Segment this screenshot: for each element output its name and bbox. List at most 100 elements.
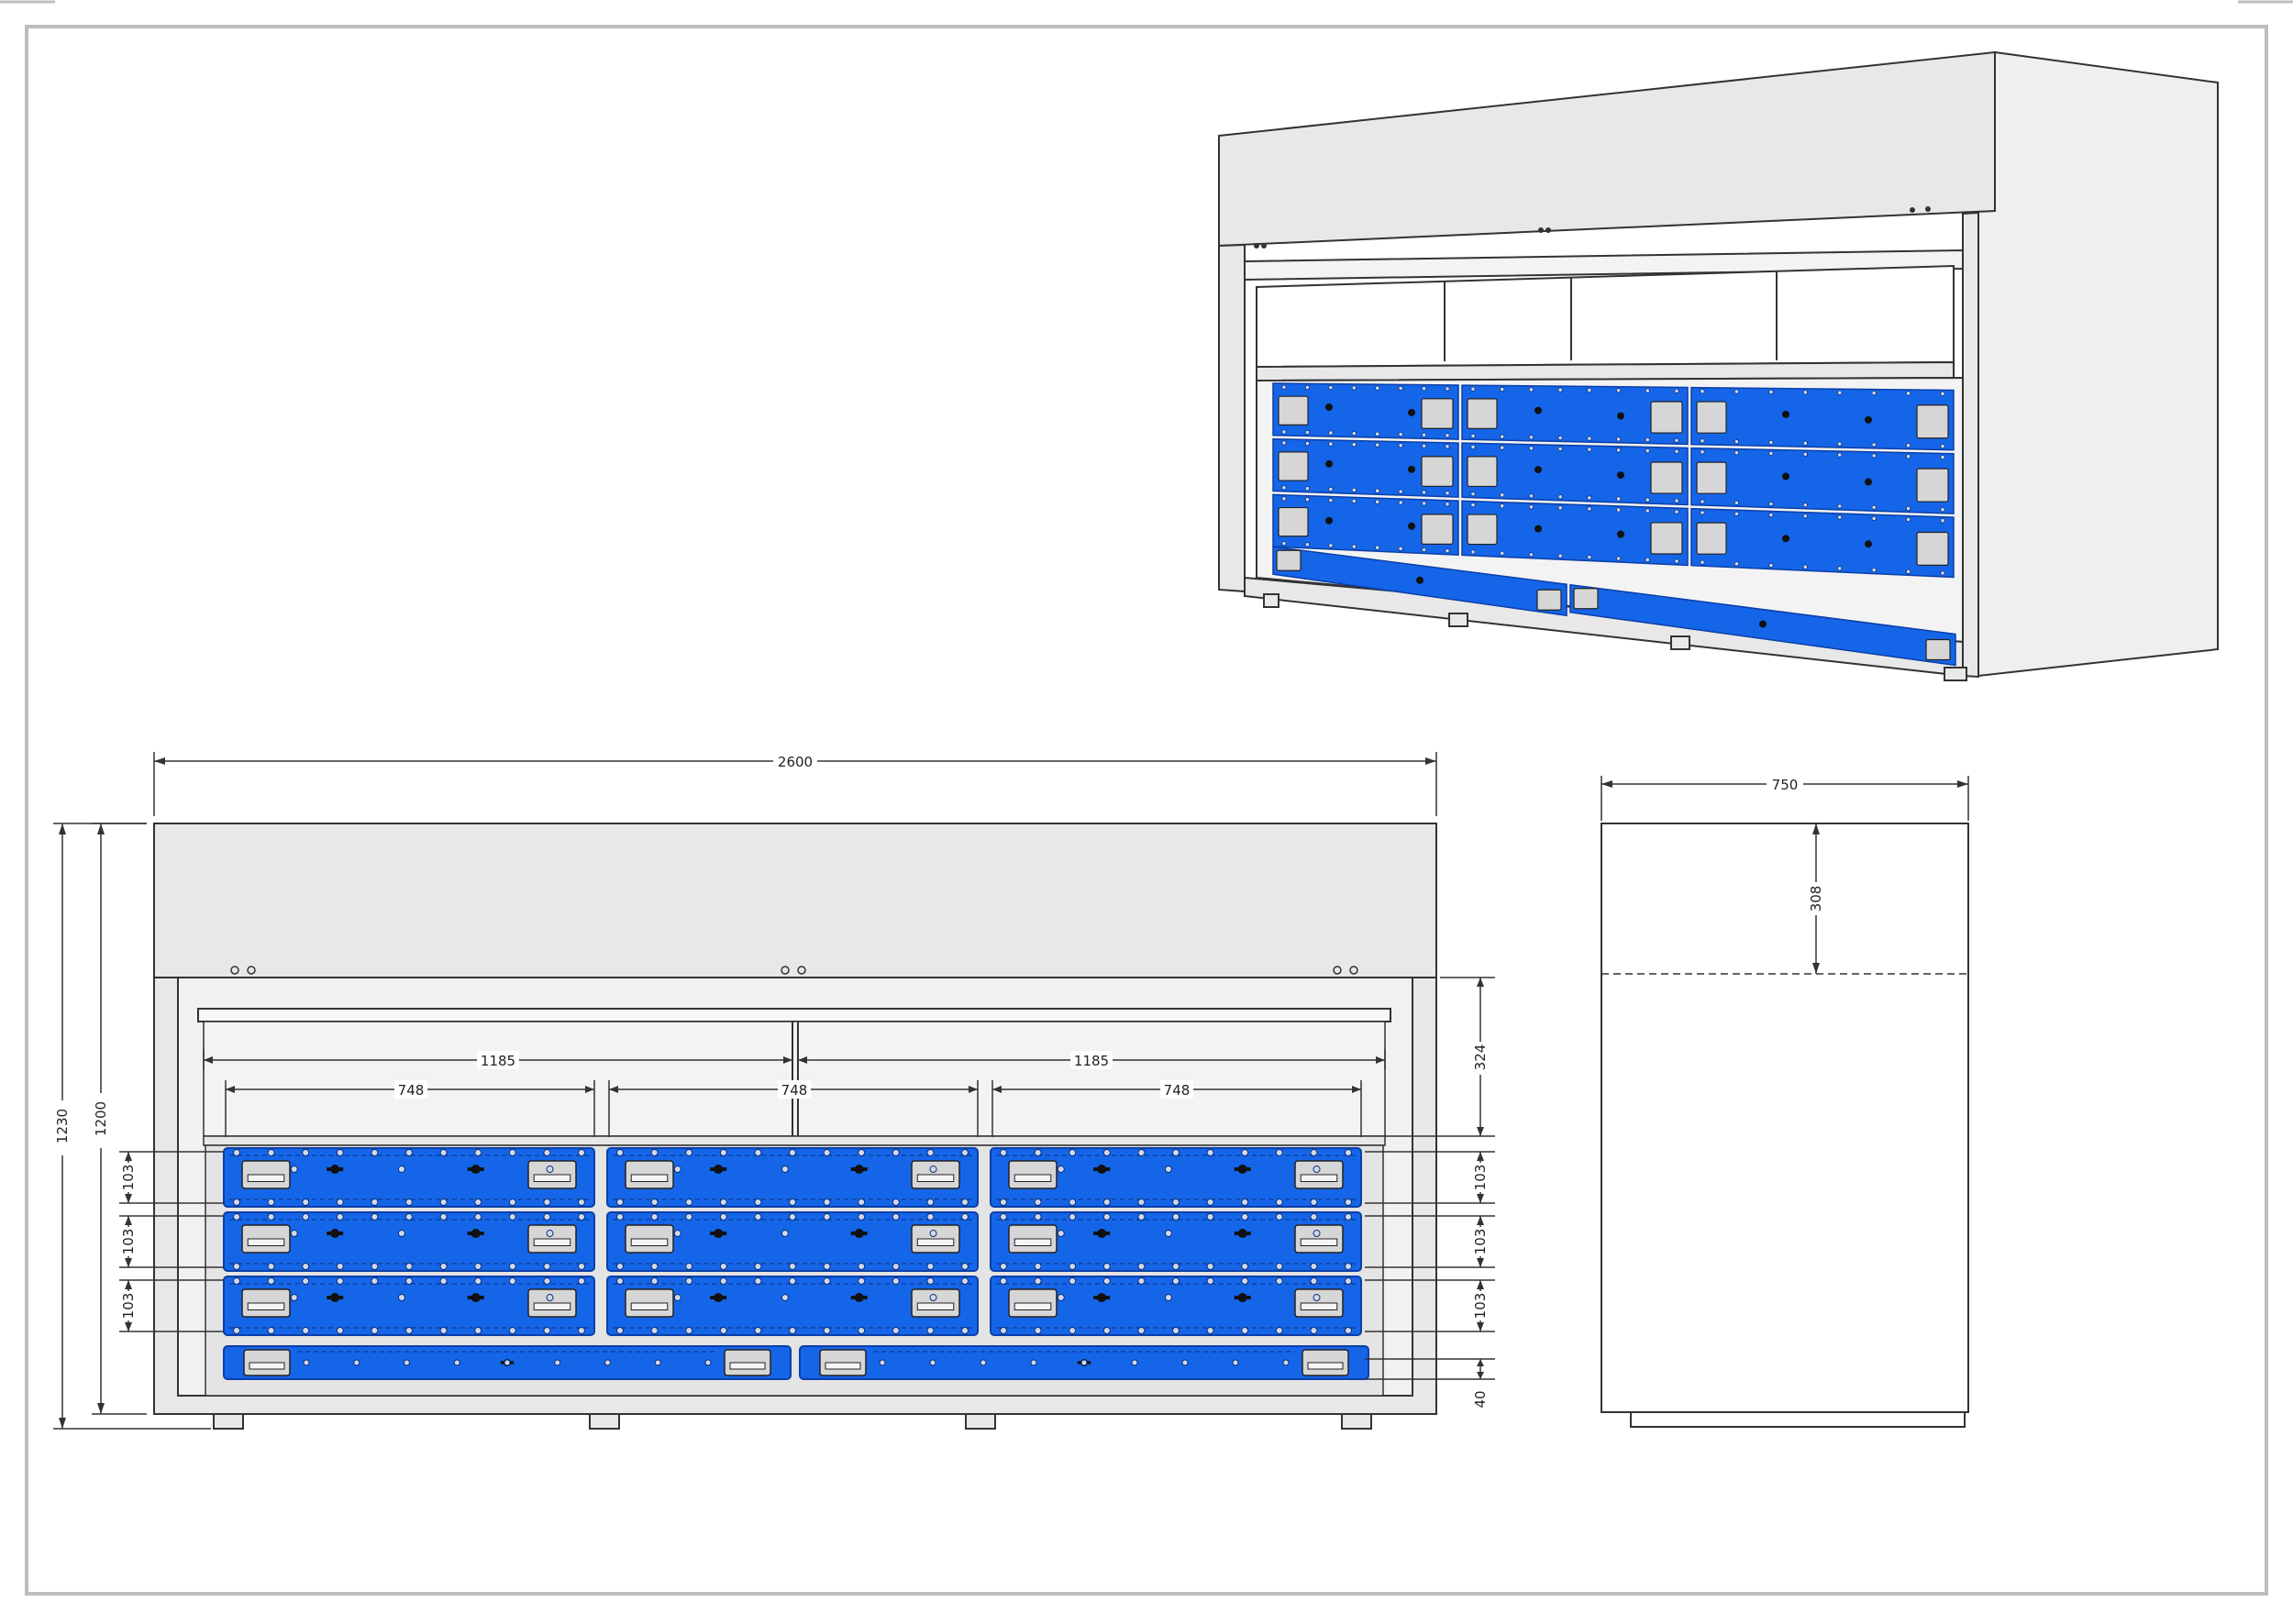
iso-canopy-front xyxy=(1218,50,1996,248)
front-shelf xyxy=(203,1135,1386,1146)
sheet-frame xyxy=(25,25,2268,1596)
drawer-latch-bar xyxy=(710,1232,727,1236)
iso-rivet xyxy=(1470,549,1476,555)
drawer-rivet xyxy=(789,1327,796,1334)
iso-drawer xyxy=(1272,437,1459,498)
iso-rivet xyxy=(1375,488,1380,493)
drawer-rivet xyxy=(858,1199,866,1206)
drawer-rivet xyxy=(267,1149,275,1156)
iso-rivet xyxy=(1421,547,1427,553)
iso-rivet xyxy=(1304,497,1311,503)
dim-drawer-right-2: 103 xyxy=(1472,1229,1489,1255)
drawer-rivet xyxy=(1206,1327,1214,1334)
iso-rivet xyxy=(1802,503,1808,508)
iso-rivet xyxy=(1615,447,1622,453)
iso-rivet xyxy=(1470,386,1476,392)
iso-latch-icon xyxy=(1865,478,1872,486)
iso-rivet xyxy=(1700,389,1705,394)
drawer-rivet xyxy=(290,1230,298,1238)
drawer-rivet xyxy=(926,1327,935,1334)
iso-drawer-face xyxy=(1272,493,1459,556)
drawer-rivet xyxy=(892,1149,900,1156)
side-dimension-arrows xyxy=(1601,780,1968,974)
drawer-rivet xyxy=(508,1199,516,1206)
drawer-rivet xyxy=(719,1149,727,1156)
front-drawer xyxy=(606,1147,979,1208)
drawer-rivet xyxy=(1000,1213,1007,1221)
iso-handle-icon xyxy=(1278,451,1309,481)
drawer-rivet xyxy=(371,1213,379,1221)
drawer-rivet xyxy=(929,1359,936,1366)
iso-rivet xyxy=(1645,557,1650,563)
drawer-latch-bar xyxy=(467,1167,484,1172)
iso-rivet xyxy=(1871,453,1877,458)
iso-rivet xyxy=(1734,450,1740,456)
drawer-rivet xyxy=(1034,1263,1042,1270)
iso-latch-icon xyxy=(1865,540,1872,548)
iso-rivet xyxy=(1837,441,1843,447)
iso-rivet xyxy=(1500,492,1505,498)
iso-rivet xyxy=(1445,433,1450,438)
iso-rivet xyxy=(1500,550,1505,556)
iso-handle-icon xyxy=(1421,398,1454,429)
drawer-rivet xyxy=(543,1149,551,1156)
iso-rivet xyxy=(1398,385,1403,392)
drawer-rivet xyxy=(1034,1327,1042,1334)
drawer-handle-grip xyxy=(249,1362,285,1370)
iso-rivet xyxy=(1557,435,1563,441)
drawer-rivet xyxy=(1069,1277,1077,1285)
iso-hole xyxy=(1538,227,1544,233)
drawer-face xyxy=(223,1276,595,1336)
iso-rivet xyxy=(1500,445,1505,450)
front-drawer xyxy=(223,1147,595,1208)
drawer-rivet xyxy=(789,1199,796,1206)
drawer-rivet xyxy=(616,1327,624,1334)
dim-depth: 750 xyxy=(1772,777,1799,793)
drawer-handle-grip xyxy=(916,1302,955,1310)
iso-latch-icon xyxy=(1617,530,1624,538)
drawer-rivet xyxy=(1102,1213,1111,1221)
iso-rivet xyxy=(1802,440,1808,446)
drawer-rivet xyxy=(474,1149,482,1156)
drawer-rivet xyxy=(1241,1277,1249,1285)
dim-drawer-left-3: 103 xyxy=(120,1293,137,1320)
drawer-rivet xyxy=(1034,1149,1042,1156)
drawer-rivet xyxy=(554,1359,561,1366)
iso-rivet xyxy=(1734,511,1740,516)
drawer-rivet xyxy=(892,1277,900,1285)
iso-latch-icon xyxy=(1782,535,1789,543)
drawer-latch-bar xyxy=(1093,1232,1111,1236)
iso-drawer xyxy=(1690,386,1955,451)
iso-rivet xyxy=(1905,569,1911,574)
drawer-rivet xyxy=(474,1199,482,1206)
iso-latch-icon xyxy=(1617,412,1624,420)
iso-rivet xyxy=(1587,436,1592,441)
drawer-rivet xyxy=(1172,1263,1180,1270)
drawer-rivet xyxy=(823,1149,831,1156)
iso-rivet xyxy=(1674,448,1679,454)
iso-rivet xyxy=(1802,451,1808,457)
drawer-rivet xyxy=(892,1199,900,1206)
drawer-latch-bar xyxy=(850,1232,868,1236)
iso-rivet xyxy=(1328,441,1334,447)
drawer-rivet xyxy=(1310,1213,1318,1221)
drawer-rivet xyxy=(290,1166,298,1174)
drawer-latch-bar xyxy=(327,1296,344,1300)
drawer-latch-bar xyxy=(1234,1167,1251,1172)
drawer-rivet xyxy=(1057,1166,1065,1174)
drawer-rivet xyxy=(1034,1213,1042,1221)
iso-rivet xyxy=(1528,435,1534,440)
drawer-rivet xyxy=(336,1149,344,1156)
side-plinth xyxy=(1630,1411,1966,1428)
drawer-rivet xyxy=(961,1199,969,1206)
drawer-handle-grip xyxy=(825,1362,861,1370)
iso-rivet xyxy=(1328,430,1334,436)
drawer-rivet xyxy=(404,1359,410,1366)
drawer-rivet xyxy=(1102,1277,1111,1285)
drawer-rivet xyxy=(1313,1230,1321,1238)
drawer-rivet xyxy=(926,1263,935,1270)
iso-handle-icon xyxy=(1421,456,1454,487)
drawer-rivet xyxy=(1137,1327,1146,1334)
iso-handle-icon xyxy=(1916,404,1949,439)
drawer-handle-grip xyxy=(1014,1174,1052,1182)
